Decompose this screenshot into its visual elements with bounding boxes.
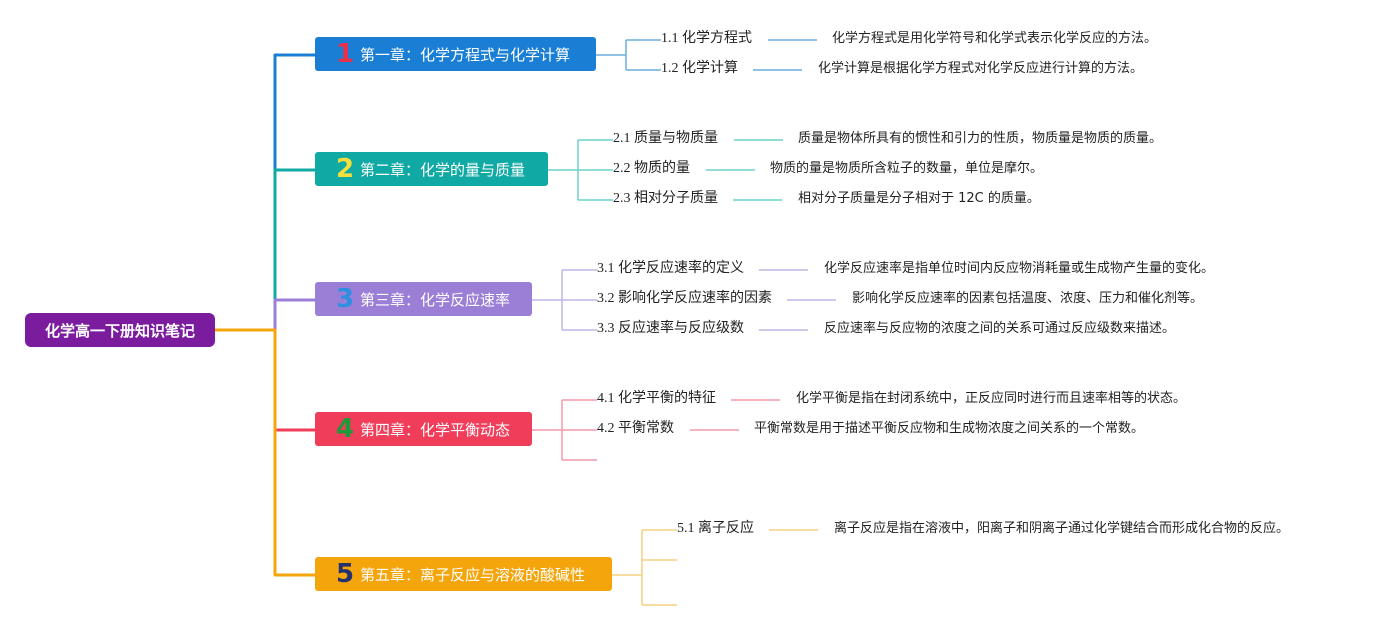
chapter-label: 第三章：化学反应速率 bbox=[360, 290, 511, 309]
topic-title[interactable]: 5.1 离子反应 bbox=[677, 521, 754, 536]
topic-title[interactable]: 3.1 化学反应速率的定义 bbox=[597, 261, 744, 276]
chapter-label: 第五章：离子反应与溶液的酸碱性 bbox=[360, 565, 586, 584]
trunk-connector bbox=[215, 53, 315, 332]
trunk-connector bbox=[215, 168, 315, 332]
topic-description: 影响化学反应速率的因素包括温度、浓度、压力和催化剂等。 bbox=[852, 291, 1204, 306]
chapter-3-node[interactable]: 3 第三章：化学反应速率 bbox=[315, 282, 532, 316]
topic-description: 化学计算是根据化学方程式对化学反应进行计算的方法。 bbox=[818, 61, 1144, 76]
topic-description: 相对分子质量是分子相对于 12C 的质量。 bbox=[798, 191, 1040, 206]
chapter-number: 2 bbox=[335, 154, 355, 184]
topic-description: 平衡常数是用于描述平衡反应物和生成物浓度之间关系的一个常数。 bbox=[754, 421, 1145, 436]
topic-title[interactable]: 3.2 影响化学反应速率的因素 bbox=[597, 291, 772, 306]
topic-title[interactable]: 3.3 反应速率与反应级数 bbox=[597, 321, 744, 336]
topic-description: 反应速率与反应物的浓度之间的关系可通过反应级数来描述。 bbox=[824, 321, 1176, 336]
root-label: 化学高一下册知识笔记 bbox=[44, 321, 195, 340]
topic-title[interactable]: 1.2 化学计算 bbox=[661, 61, 738, 76]
topic-title[interactable]: 4.2 平衡常数 bbox=[597, 421, 674, 436]
chapter-number: 5 bbox=[335, 559, 355, 589]
topic-title[interactable]: 2.1 质量与物质量 bbox=[613, 131, 718, 146]
topic-description: 物质的量是物质所含粒子的数量，单位是摩尔。 bbox=[770, 161, 1044, 176]
chapter-2-node[interactable]: 2 第二章：化学的量与质量 bbox=[315, 152, 548, 186]
trunk-connector bbox=[215, 328, 315, 432]
topic-description: 化学方程式是用化学符号和化学式表示化学反应的方法。 bbox=[832, 31, 1158, 46]
chapter-4-node[interactable]: 4 第四章：化学平衡动态 bbox=[315, 412, 532, 446]
chapter-number: 3 bbox=[335, 284, 355, 314]
chapter-label: 第四章：化学平衡动态 bbox=[360, 420, 511, 439]
topic-description: 化学平衡是指在封闭系统中，正反应同时进行而且速率相等的状态。 bbox=[796, 391, 1187, 406]
topic-title[interactable]: 2.2 物质的量 bbox=[613, 161, 690, 176]
chapter-label: 第一章：化学方程式与化学计算 bbox=[360, 45, 571, 64]
chapter-number: 4 bbox=[335, 414, 355, 444]
topic-title[interactable]: 4.1 化学平衡的特征 bbox=[597, 391, 716, 406]
topic-title[interactable]: 1.1 化学方程式 bbox=[661, 31, 752, 46]
chapter-5-node[interactable]: 5 第五章：离子反应与溶液的酸碱性 bbox=[315, 557, 612, 591]
topic-description: 质量是物体所具有的惯性和引力的性质，物质量是物质的质量。 bbox=[798, 131, 1163, 146]
trunk-connector bbox=[215, 298, 315, 332]
root-node[interactable]: 化学高一下册知识笔记 bbox=[25, 313, 215, 347]
chapter-label: 第二章：化学的量与质量 bbox=[360, 160, 526, 179]
topic-description: 化学反应速率是指单位时间内反应物消耗量或生成物产生量的变化。 bbox=[824, 261, 1215, 276]
topic-description: 离子反应是指在溶液中，阳离子和阴离子通过化学键结合而形成化合物的反应。 bbox=[834, 521, 1290, 536]
topic-title[interactable]: 2.3 相对分子质量 bbox=[613, 191, 718, 206]
chapter-number: 1 bbox=[335, 39, 355, 69]
trunk-connector bbox=[215, 328, 315, 577]
chapter-1-node[interactable]: 1 第一章：化学方程式与化学计算 bbox=[315, 37, 596, 71]
